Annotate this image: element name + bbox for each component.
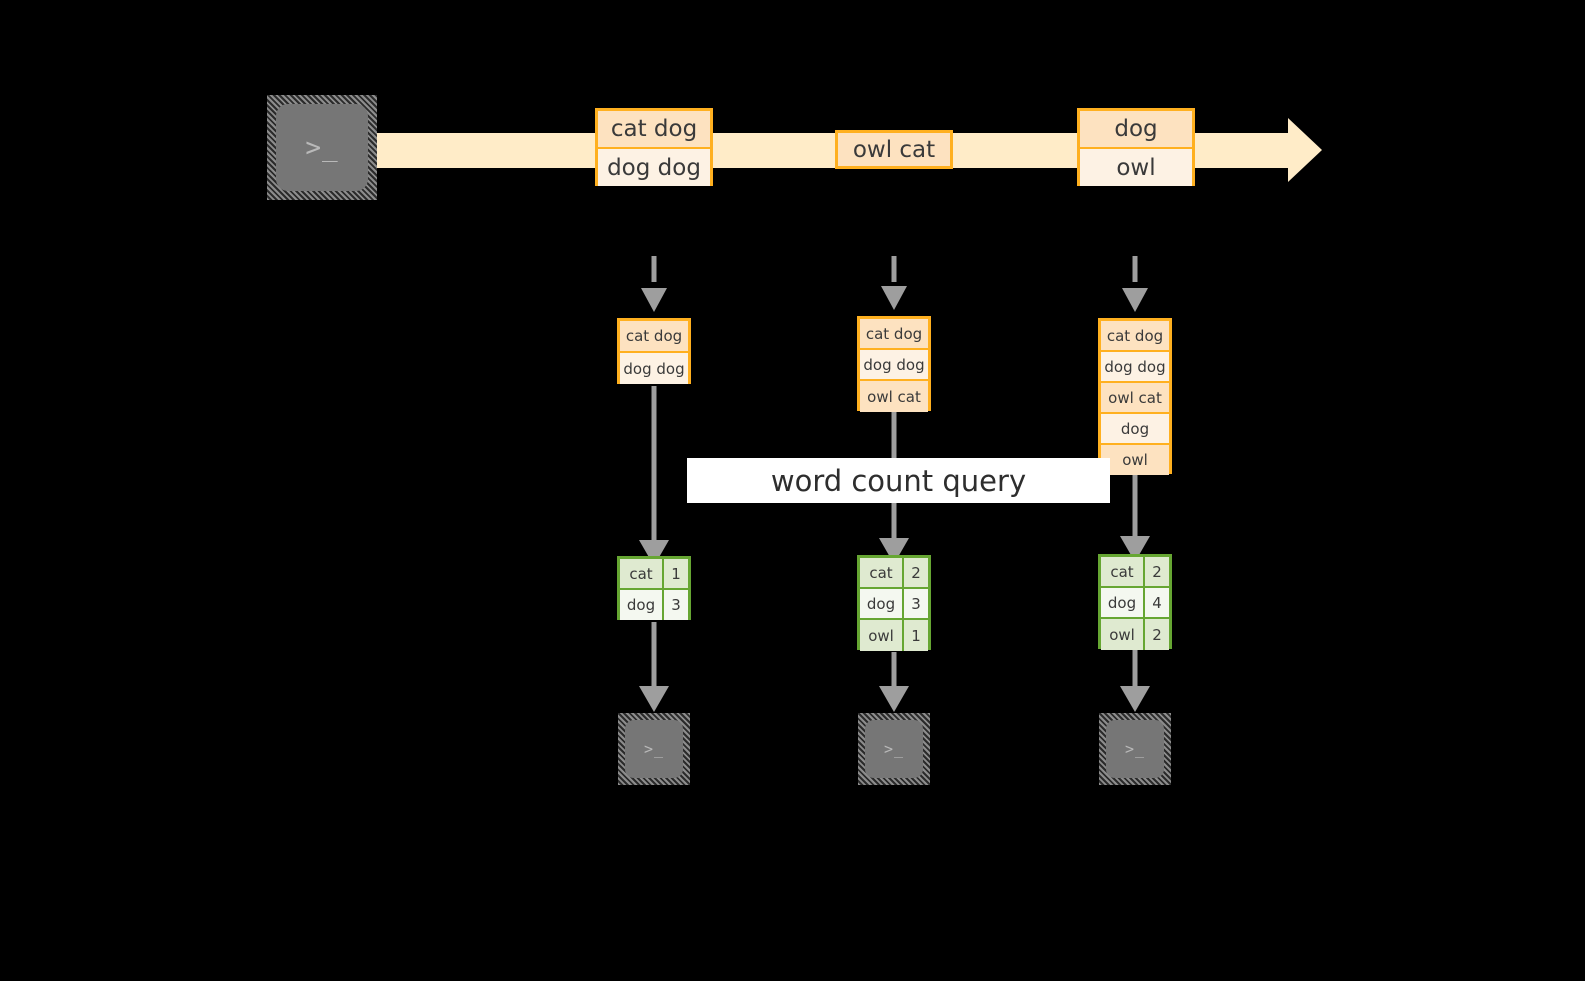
input-to-result-arrow-3 [1120, 474, 1150, 562]
query-label: word count query [687, 458, 1110, 503]
dashed-down-arrow-icon [881, 256, 907, 310]
input-row: dog dog [1101, 352, 1169, 383]
input-row: owl cat [860, 381, 928, 412]
result-row: owl 2 [1101, 619, 1169, 650]
stream-record-1: cat dog dog dog [595, 108, 713, 186]
input-row: owl cat [1101, 383, 1169, 414]
result-word: cat [1101, 557, 1145, 586]
result-word: cat [620, 559, 664, 588]
result-count: 3 [904, 589, 928, 618]
result-table-2: cat 2 dog 3 owl 1 [857, 555, 931, 651]
input-table-1: cat dog dog dog [617, 318, 691, 384]
terminal-body [865, 720, 923, 778]
input-row: cat dog [860, 319, 928, 350]
stream-record-line: owl [1080, 149, 1192, 186]
result-word: owl [1101, 619, 1145, 650]
input-table-3: cat dog dog dog owl cat dog owl [1098, 318, 1172, 475]
terminal-body [625, 720, 683, 778]
sink-terminal-icon-1: >_ [618, 713, 690, 785]
dashed-down-arrow-icon [1122, 256, 1148, 312]
result-count: 1 [664, 559, 688, 588]
result-to-sink-arrow-2 [879, 652, 909, 712]
input-row: dog dog [860, 350, 928, 381]
stream-record-line: dog [1080, 111, 1192, 149]
result-row: cat 2 [1101, 557, 1169, 588]
input-row: owl [1101, 445, 1169, 475]
terminal-body [1106, 720, 1164, 778]
result-table-1: cat 1 dog 3 [617, 556, 691, 620]
input-table-2: cat dog dog dog owl cat [857, 316, 931, 412]
result-word: dog [1101, 588, 1145, 617]
result-word: dog [620, 590, 664, 620]
stream-record-line: dog dog [598, 149, 710, 186]
stream-record-line: owl cat [838, 133, 950, 166]
input-row: cat dog [620, 321, 688, 353]
result-table-3: cat 2 dog 4 owl 2 [1098, 554, 1172, 650]
result-count: 2 [1145, 619, 1169, 650]
dashed-down-arrow-icon [641, 256, 667, 312]
result-row: dog 4 [1101, 588, 1169, 619]
result-to-sink-arrow-1 [639, 622, 669, 712]
result-count: 2 [1145, 557, 1169, 586]
input-row: cat dog [1101, 321, 1169, 352]
result-word: dog [860, 589, 904, 618]
result-row: owl 1 [860, 620, 928, 651]
input-to-result-arrow-1 [639, 386, 669, 566]
sink-terminal-icon-3: >_ [1099, 713, 1171, 785]
result-word: owl [860, 620, 904, 651]
result-count: 4 [1145, 588, 1169, 617]
result-count: 1 [904, 620, 928, 651]
result-row: dog 3 [860, 589, 928, 620]
result-word: cat [860, 558, 904, 587]
result-count: 3 [664, 590, 688, 620]
result-row: cat 2 [860, 558, 928, 589]
result-row: cat 1 [620, 559, 688, 590]
source-terminal-icon: >_ [267, 95, 377, 200]
input-row: dog dog [620, 353, 688, 384]
stream-record-2: owl cat [835, 130, 953, 169]
result-row: dog 3 [620, 590, 688, 620]
stream-record-3: dog owl [1077, 108, 1195, 186]
input-row: dog [1101, 414, 1169, 445]
stream-record-line: cat dog [598, 111, 710, 149]
sink-terminal-icon-2: >_ [858, 713, 930, 785]
terminal-body [276, 104, 368, 191]
result-count: 2 [904, 558, 928, 587]
result-to-sink-arrow-3 [1120, 650, 1150, 712]
